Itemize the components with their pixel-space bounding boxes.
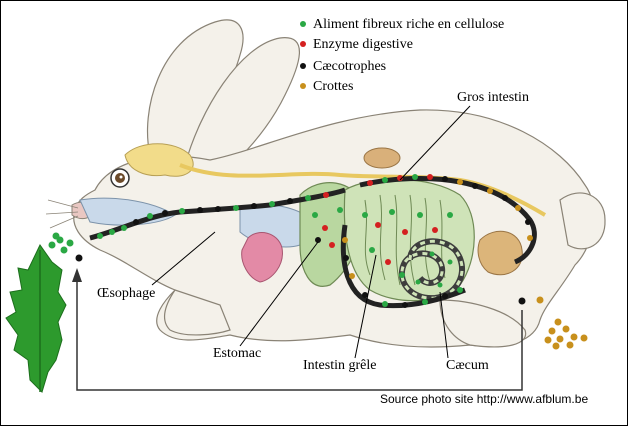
legend-label-enzyme: Enzyme digestive	[313, 37, 413, 52]
front-ear	[184, 37, 300, 176]
heart	[241, 232, 283, 283]
front-leg	[163, 289, 231, 336]
arrow-head	[72, 268, 82, 282]
legend-item-enzyme: Enzyme digestive	[300, 37, 413, 53]
source-credit: Source photo site http://www.afblum.be	[380, 392, 589, 406]
intestine-mass	[343, 178, 475, 302]
legend-item-aliment: Aliment fibreux riche en cellulose	[300, 17, 504, 33]
legend-item-caecotrophes: Cæcotrophes	[300, 59, 386, 75]
legend-item-crottes: Crottes	[300, 79, 353, 95]
legend-label-caecotrophes: Cæcotrophes	[313, 59, 387, 74]
caecotrophy-arrow	[76, 280, 523, 391]
hind-leg	[439, 299, 527, 348]
legend-dot-black	[300, 62, 306, 69]
brain	[124, 143, 194, 177]
leader-lines	[151, 105, 471, 359]
spinal-cord	[179, 163, 547, 217]
label-estomac: Estomac	[213, 346, 262, 361]
legend-dot-green	[300, 20, 306, 27]
rectum-tract	[340, 224, 466, 309]
dandelion-plant	[5, 244, 67, 393]
food-pellets	[48, 232, 74, 254]
crottes-pile	[536, 296, 588, 350]
label-gros-intestin: Gros intestin	[457, 90, 529, 105]
legend-dot-brown	[300, 82, 306, 89]
label-caecum: Cæcum	[446, 358, 489, 373]
legend-label-aliment: Aliment fibreux riche en cellulose	[313, 17, 505, 32]
legend-label-crottes: Crottes	[313, 79, 354, 94]
tail	[559, 192, 606, 250]
bladder	[477, 230, 523, 276]
kidney	[363, 147, 401, 169]
legend-dot-red	[300, 40, 306, 47]
caecotrophe-dot-tail	[518, 297, 526, 305]
label-oesophage: Œsophage	[97, 286, 156, 301]
caecotrophe-dot-mouth	[75, 254, 83, 262]
tract-dots	[97, 174, 533, 308]
label-intestin-grele: Intestin grêle	[303, 358, 377, 373]
